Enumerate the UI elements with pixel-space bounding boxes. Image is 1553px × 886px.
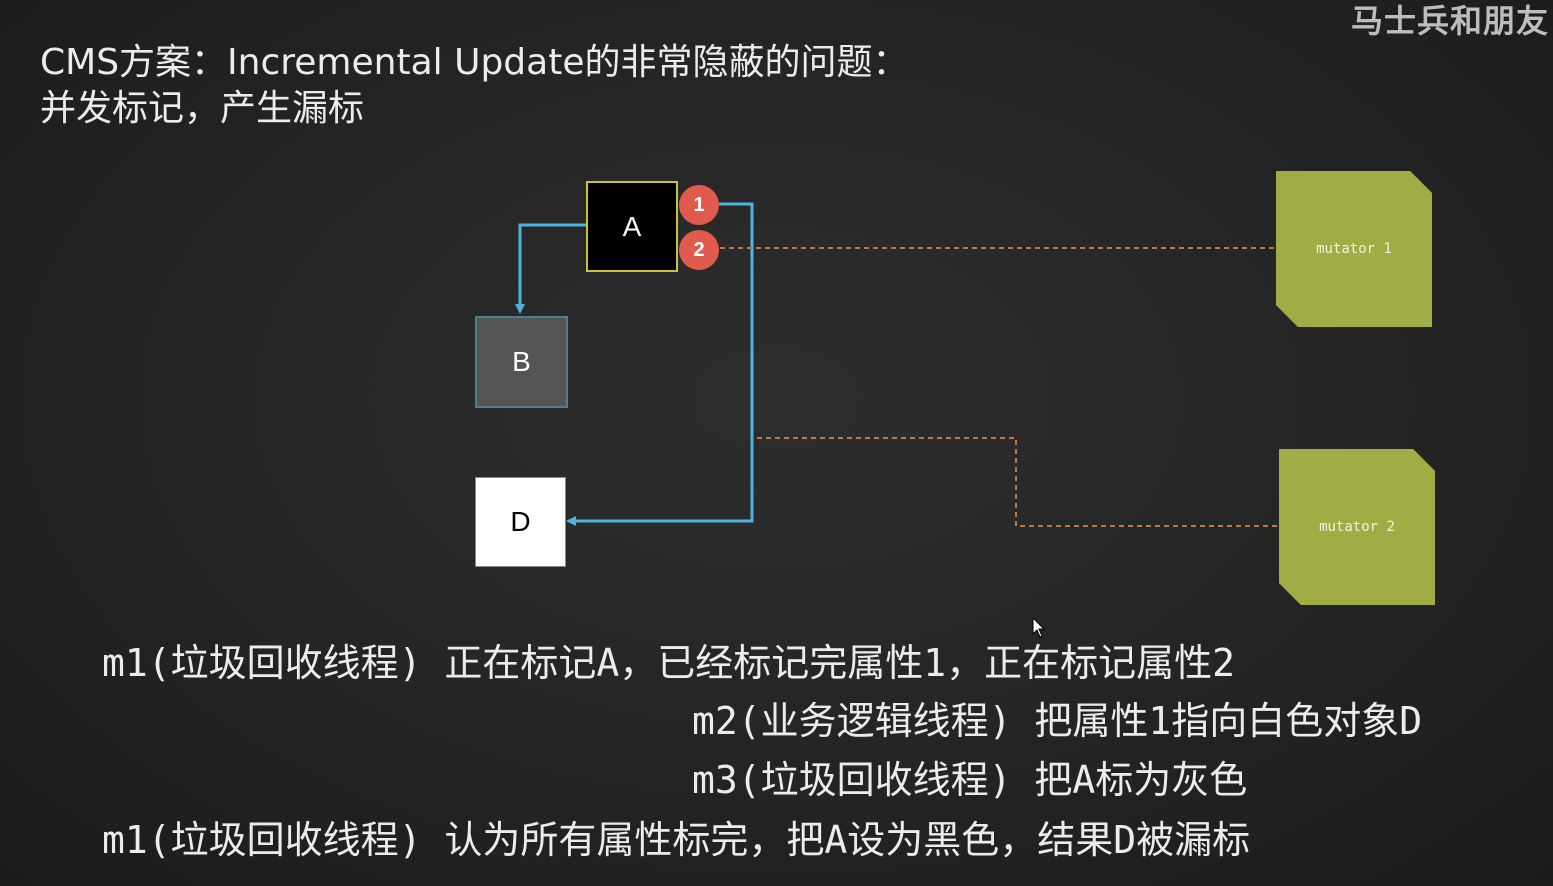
mutator-2-box: mutator 2 bbox=[1279, 449, 1435, 605]
title-line-1: CMS方案：Incremental Update的非常隐蔽的问题： bbox=[40, 42, 909, 83]
mutator-1-box: mutator 1 bbox=[1276, 171, 1432, 327]
mutator-2-label: mutator 2 bbox=[1319, 519, 1395, 535]
dashed-link-mutator-2 bbox=[757, 437, 1279, 527]
object-b: B bbox=[475, 316, 568, 408]
object-a: A bbox=[586, 181, 678, 272]
step-line-4: m1(垃圾回收线程) 认为所有属性标完，把A设为黑色，结果D被漏标 bbox=[102, 818, 1251, 862]
step-line-1: m1(垃圾回收线程) 正在标记A，已经标记完属性1，正在标记属性2 bbox=[102, 641, 1236, 685]
mouse-cursor-icon bbox=[1032, 617, 1046, 638]
arrow-a-to-b bbox=[515, 223, 586, 314]
step-line-2: m2(业务逻辑线程) 把属性1指向白色对象D bbox=[692, 699, 1423, 743]
arrow-attr1-to-d bbox=[566, 202, 754, 526]
step-line-3: m3(垃圾回收线程) 把A标为灰色 bbox=[692, 758, 1248, 802]
title-line-2: 并发标记，产生漏标 bbox=[40, 88, 365, 129]
watermark: 马士兵和朋友 bbox=[1350, 2, 1549, 40]
attribute-1-badge: 1 bbox=[679, 185, 719, 225]
attribute-2-badge: 2 bbox=[679, 230, 719, 270]
slide-title: CMS方案：Incremental Update的非常隐蔽的问题： 并发标记，产… bbox=[40, 40, 908, 132]
object-d: D bbox=[475, 477, 566, 567]
mutator-1-label: mutator 1 bbox=[1316, 241, 1392, 257]
